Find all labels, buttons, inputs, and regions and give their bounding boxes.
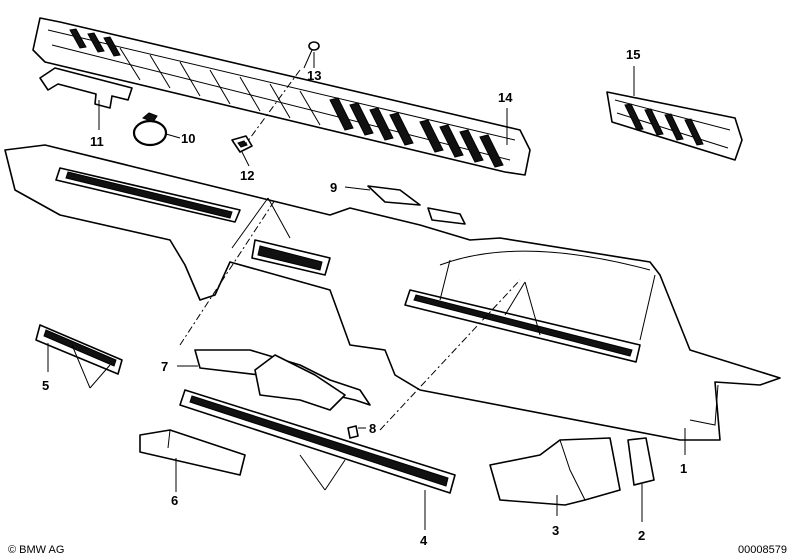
callout-13: 13 [307,68,321,83]
copyright-text: © BMW AG [8,544,64,556]
part-14-grille [32,17,531,176]
part-13-screw [303,41,320,69]
callout-10: 10 [181,131,195,146]
part-10-clamp [132,112,168,147]
part-15-grille [606,91,743,161]
part-11-bracket [39,67,133,109]
part-5-vent [35,324,123,375]
callout-6: 6 [171,493,178,508]
part-3-elbow [489,437,621,506]
callout-5: 5 [42,378,49,393]
part-9-pads [367,185,466,225]
callout-11: 11 [90,134,104,149]
diagram-number: 00008579 [738,544,787,556]
leader-13-12 [244,69,301,146]
callout-1: 1 [680,461,687,476]
part-4-vent [179,389,456,494]
leader-dash-1 [179,199,276,346]
part-2-pad [627,437,655,486]
part-1-main-duct [4,144,781,441]
callout-2: 2 [638,528,645,543]
part-7-duct [194,349,371,411]
callout-9: 9 [330,180,337,195]
callout-12: 12 [240,168,254,183]
part-8-screw [347,425,359,439]
callout-15: 15 [626,47,640,62]
callout-4: 4 [420,533,428,548]
callout-3: 3 [552,523,559,538]
callout-7: 7 [161,359,168,374]
leader-dash-2 [379,279,521,431]
part-12-clip [231,135,253,153]
leader-lines [47,52,686,530]
callout-8: 8 [369,421,376,436]
callout-14: 14 [498,90,513,105]
part-6-block [139,429,246,476]
